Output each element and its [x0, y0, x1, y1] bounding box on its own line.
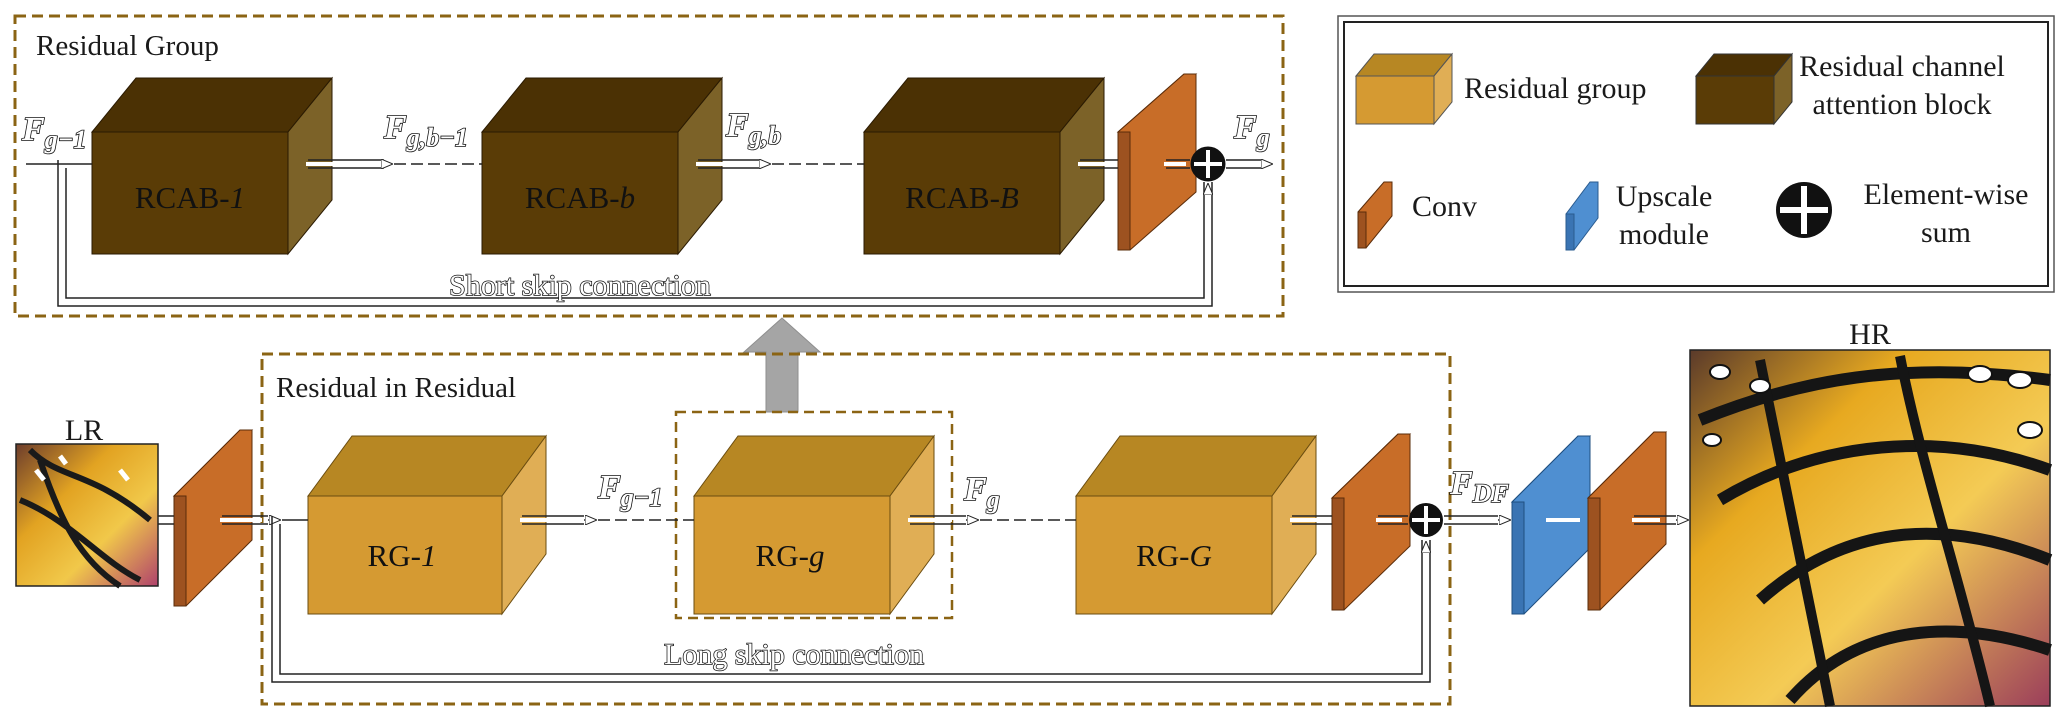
expand-arrow-icon [742, 317, 822, 413]
rcab-block-b: RCAB-b [480, 76, 724, 256]
legend-sum-label-line2: sum [1921, 216, 1971, 249]
final-conv-layer [1586, 431, 1668, 611]
legend-rcab-label-line2: attention block [1812, 88, 1991, 121]
legend-residual-group-label: Residual group [1464, 72, 1646, 105]
rg-1-label: RG-1 [368, 538, 437, 573]
short-skip-label: Short skip connection [449, 269, 711, 302]
hr-label: HR [1849, 318, 1891, 351]
rir-panel: Residual in Residual RG-1 RG-g RG-G [260, 352, 1452, 706]
rcab-1-label: RCAB-1 [135, 180, 245, 215]
rg-block-g: RG-g [693, 434, 935, 616]
rg-conv-layer [1116, 73, 1198, 251]
lr-image [15, 443, 159, 589]
legend-upscale-swatch [1565, 181, 1599, 251]
rg-block-1: RG-1 [307, 434, 547, 616]
legend-conv-swatch [1357, 181, 1393, 249]
trunk-conv-layer [1330, 433, 1412, 611]
upscale-module [1510, 435, 1592, 615]
legend-rcab-label-line1: Residual channel [1799, 50, 2005, 83]
rcab-block-B: RCAB-B [862, 76, 1106, 256]
rg-mid-signal-1: Fg,b−1 [383, 109, 468, 152]
rg-g-label: RG-g [756, 538, 825, 573]
rg-output-signal: Fg [1233, 109, 1270, 152]
rir-title: Residual in Residual [276, 372, 516, 404]
hr-image [1689, 349, 2053, 708]
legend-rcab-swatch [1694, 52, 1794, 126]
rir-signal-lines [158, 516, 1688, 683]
block-highlights [220, 162, 1660, 522]
legend-upscale-label-line1: Upscale [1616, 180, 1713, 213]
legend-upscale-label-line2: module [1619, 218, 1709, 251]
legend-residual-group-swatch [1354, 52, 1454, 126]
rir-signal-g: Fg [963, 471, 1000, 514]
legend-conv-label: Conv [1412, 190, 1477, 223]
lr-label: LR [65, 414, 103, 447]
rcab-B-label: RCAB-B [905, 180, 1019, 215]
legend: Residual group Residual channel attentio… [1337, 15, 2055, 293]
rg-g-highlight-border [674, 410, 954, 620]
residual-group-panel: Residual Group RCAB-1 RCAB-b RCAB-B [13, 14, 1285, 318]
rg-G-label: RG-G [1136, 538, 1212, 573]
rg-sum-node [1190, 146, 1226, 182]
rir-border [260, 352, 1452, 706]
rcab-block-1: RCAB-1 [90, 76, 334, 256]
shallow-conv-layer [172, 429, 254, 607]
rcab-b-label: RCAB-b [525, 180, 635, 215]
rg-mid-signal-2: Fg,b [725, 107, 781, 150]
legend-sum-icon [1776, 182, 1832, 238]
long-skip-label: Long skip connection [664, 638, 924, 671]
residual-group-border [13, 14, 1285, 318]
rir-signal-df: FDF [1449, 465, 1509, 508]
rir-signal-g-minus-1: Fg−1 [597, 469, 662, 512]
residual-group-title: Residual Group [36, 30, 219, 62]
rg-block-G: RG-G [1075, 434, 1317, 616]
rg-input-signal: Fg−1 [21, 111, 86, 154]
rir-sum-node [1409, 503, 1443, 537]
legend-sum-label-line1: Element-wise [1864, 178, 2029, 211]
